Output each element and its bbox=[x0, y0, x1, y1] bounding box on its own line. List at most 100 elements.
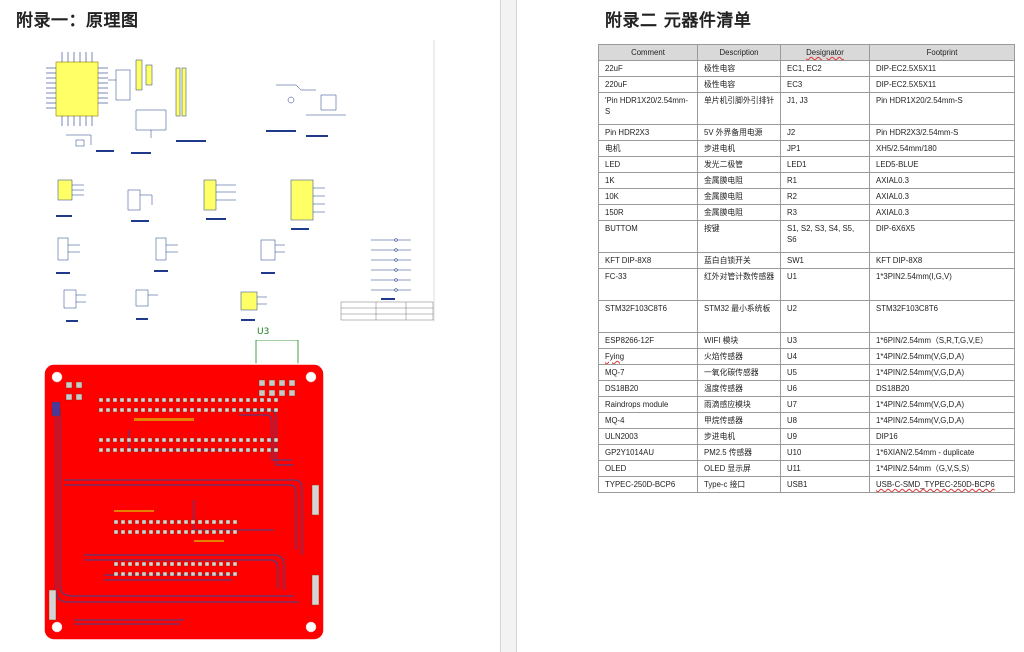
cell-comment: 220uF bbox=[598, 76, 698, 93]
cell-description: 单片机引脚外引排针 bbox=[697, 92, 781, 125]
cell-designator: LED1 bbox=[780, 156, 870, 173]
cell-footprint: LED5-BLUE bbox=[869, 156, 1015, 173]
cell-comment: 150R bbox=[598, 204, 698, 221]
cell-footprint: 1*4PIN/2.54mm（G,V,S,S） bbox=[869, 460, 1015, 477]
cell-footprint: 1*6XIAN/2.54mm - duplicate bbox=[869, 444, 1015, 461]
cell-footprint: DIP16 bbox=[869, 428, 1015, 445]
cell-comment: ESP8266-12F bbox=[598, 332, 698, 349]
page-title: 附录一：原理图 bbox=[16, 11, 139, 31]
header-description: Description bbox=[697, 44, 781, 61]
cell-footprint: DIP-6X6X5 bbox=[869, 220, 1015, 253]
cell-comment: OLED bbox=[598, 460, 698, 477]
cell-comment: Fying bbox=[598, 348, 698, 365]
cell-designator: J1, J3 bbox=[780, 92, 870, 125]
cell-designator: R2 bbox=[780, 188, 870, 205]
pcb-component-label: U3 bbox=[257, 327, 270, 337]
cell-footprint: 1*4PIN/2.54mm(V,G,D,A) bbox=[869, 364, 1015, 381]
cell-footprint: AXIAL0.3 bbox=[869, 204, 1015, 221]
cell-comment: Raindrops module bbox=[598, 396, 698, 413]
cell-footprint: AXIAL0.3 bbox=[869, 172, 1015, 189]
cell-designator: U2 bbox=[780, 300, 870, 333]
cell-comment: Pin HDR2X3 bbox=[598, 124, 698, 141]
cell-description: Type-c 接口 bbox=[697, 476, 781, 493]
cell-designator: U8 bbox=[780, 412, 870, 429]
cell-description: 雨滴感应模块 bbox=[697, 396, 781, 413]
cell-description: 金属膜电阻 bbox=[697, 172, 781, 189]
cell-description: 温度传感器 bbox=[697, 380, 781, 397]
cell-comment: MQ-4 bbox=[598, 412, 698, 429]
cell-designator: U7 bbox=[780, 396, 870, 413]
cell-designator: EC3 bbox=[780, 76, 870, 93]
component-list-table: Comment Description Designator Footprint… bbox=[598, 44, 1015, 493]
cell-footprint: XH5/2.54mm/180 bbox=[869, 140, 1015, 157]
cell-description: 蓝白自锁开关 bbox=[697, 252, 781, 269]
cell-designator: U1 bbox=[780, 268, 870, 301]
cell-footprint: DIP-EC2.5X5X11 bbox=[869, 76, 1015, 93]
cell-description: 发光二极管 bbox=[697, 156, 781, 173]
cell-designator: U11 bbox=[780, 460, 870, 477]
cell-footprint: 1*4PIN/2.54mm(V,G,D,A) bbox=[869, 396, 1015, 413]
cell-description: 金属膜电阻 bbox=[697, 204, 781, 221]
cell-footprint: 1*4PIN/2.54mm(V,G,D,A) bbox=[869, 348, 1015, 365]
cell-footprint: Pin HDR1X20/2.54mm-S bbox=[869, 92, 1015, 125]
cell-comment: GP2Y1014AU bbox=[598, 444, 698, 461]
cell-description: 步进电机 bbox=[697, 140, 781, 157]
cell-footprint: DS18B20 bbox=[869, 380, 1015, 397]
cell-comment: MQ-7 bbox=[598, 364, 698, 381]
cell-designator: EC1, EC2 bbox=[780, 60, 870, 77]
cell-comment: TYPEC-250D-BCP6 bbox=[598, 476, 698, 493]
cell-comment: 电机 bbox=[598, 140, 698, 157]
right-page: 附录二 元器件清单 Comment Description Designator… bbox=[517, 0, 1024, 652]
cell-footprint: DIP-EC2.5X5X11 bbox=[869, 60, 1015, 77]
header-footprint: Footprint bbox=[869, 44, 1015, 61]
cell-comment: ULN2003 bbox=[598, 428, 698, 445]
cell-designator: R3 bbox=[780, 204, 870, 221]
cell-description: WIFI 模块 bbox=[697, 332, 781, 349]
cell-description: OLED 显示屏 bbox=[697, 460, 781, 477]
cell-comment: BUTTOM bbox=[598, 220, 698, 253]
cell-description: 极性电容 bbox=[697, 60, 781, 77]
cell-comment: 22uF bbox=[598, 60, 698, 77]
cell-description: 金属膜电阻 bbox=[697, 188, 781, 205]
cell-footprint: KFT DIP-8X8 bbox=[869, 252, 1015, 269]
cell-comment: FC-33 bbox=[598, 268, 698, 301]
cell-designator: U6 bbox=[780, 380, 870, 397]
cell-comment: STM32F103C8T6 bbox=[598, 300, 698, 333]
cell-designator: U10 bbox=[780, 444, 870, 461]
cell-description: 极性电容 bbox=[697, 76, 781, 93]
cell-comment: LED bbox=[598, 156, 698, 173]
cell-designator: U5 bbox=[780, 364, 870, 381]
cell-description: 红外对管计数传感器 bbox=[697, 268, 781, 301]
cell-designator: U3 bbox=[780, 332, 870, 349]
page-gutter bbox=[500, 0, 517, 652]
table-header-row: Comment Description Designator Footprint bbox=[598, 44, 1015, 61]
cell-description: 按键 bbox=[697, 220, 781, 253]
cell-description: 步进电机 bbox=[697, 428, 781, 445]
cell-designator: R1 bbox=[780, 172, 870, 189]
cell-designator: JP1 bbox=[780, 140, 870, 157]
cell-description: 甲烷传感器 bbox=[697, 412, 781, 429]
cell-description: 5V 外界备用电源 bbox=[697, 124, 781, 141]
cell-designator: U4 bbox=[780, 348, 870, 365]
cell-description: 火焰传感器 bbox=[697, 348, 781, 365]
cell-description: 一氧化碳传感器 bbox=[697, 364, 781, 381]
cell-description: PM2.5 传感器 bbox=[697, 444, 781, 461]
pcb-layout bbox=[44, 340, 325, 641]
